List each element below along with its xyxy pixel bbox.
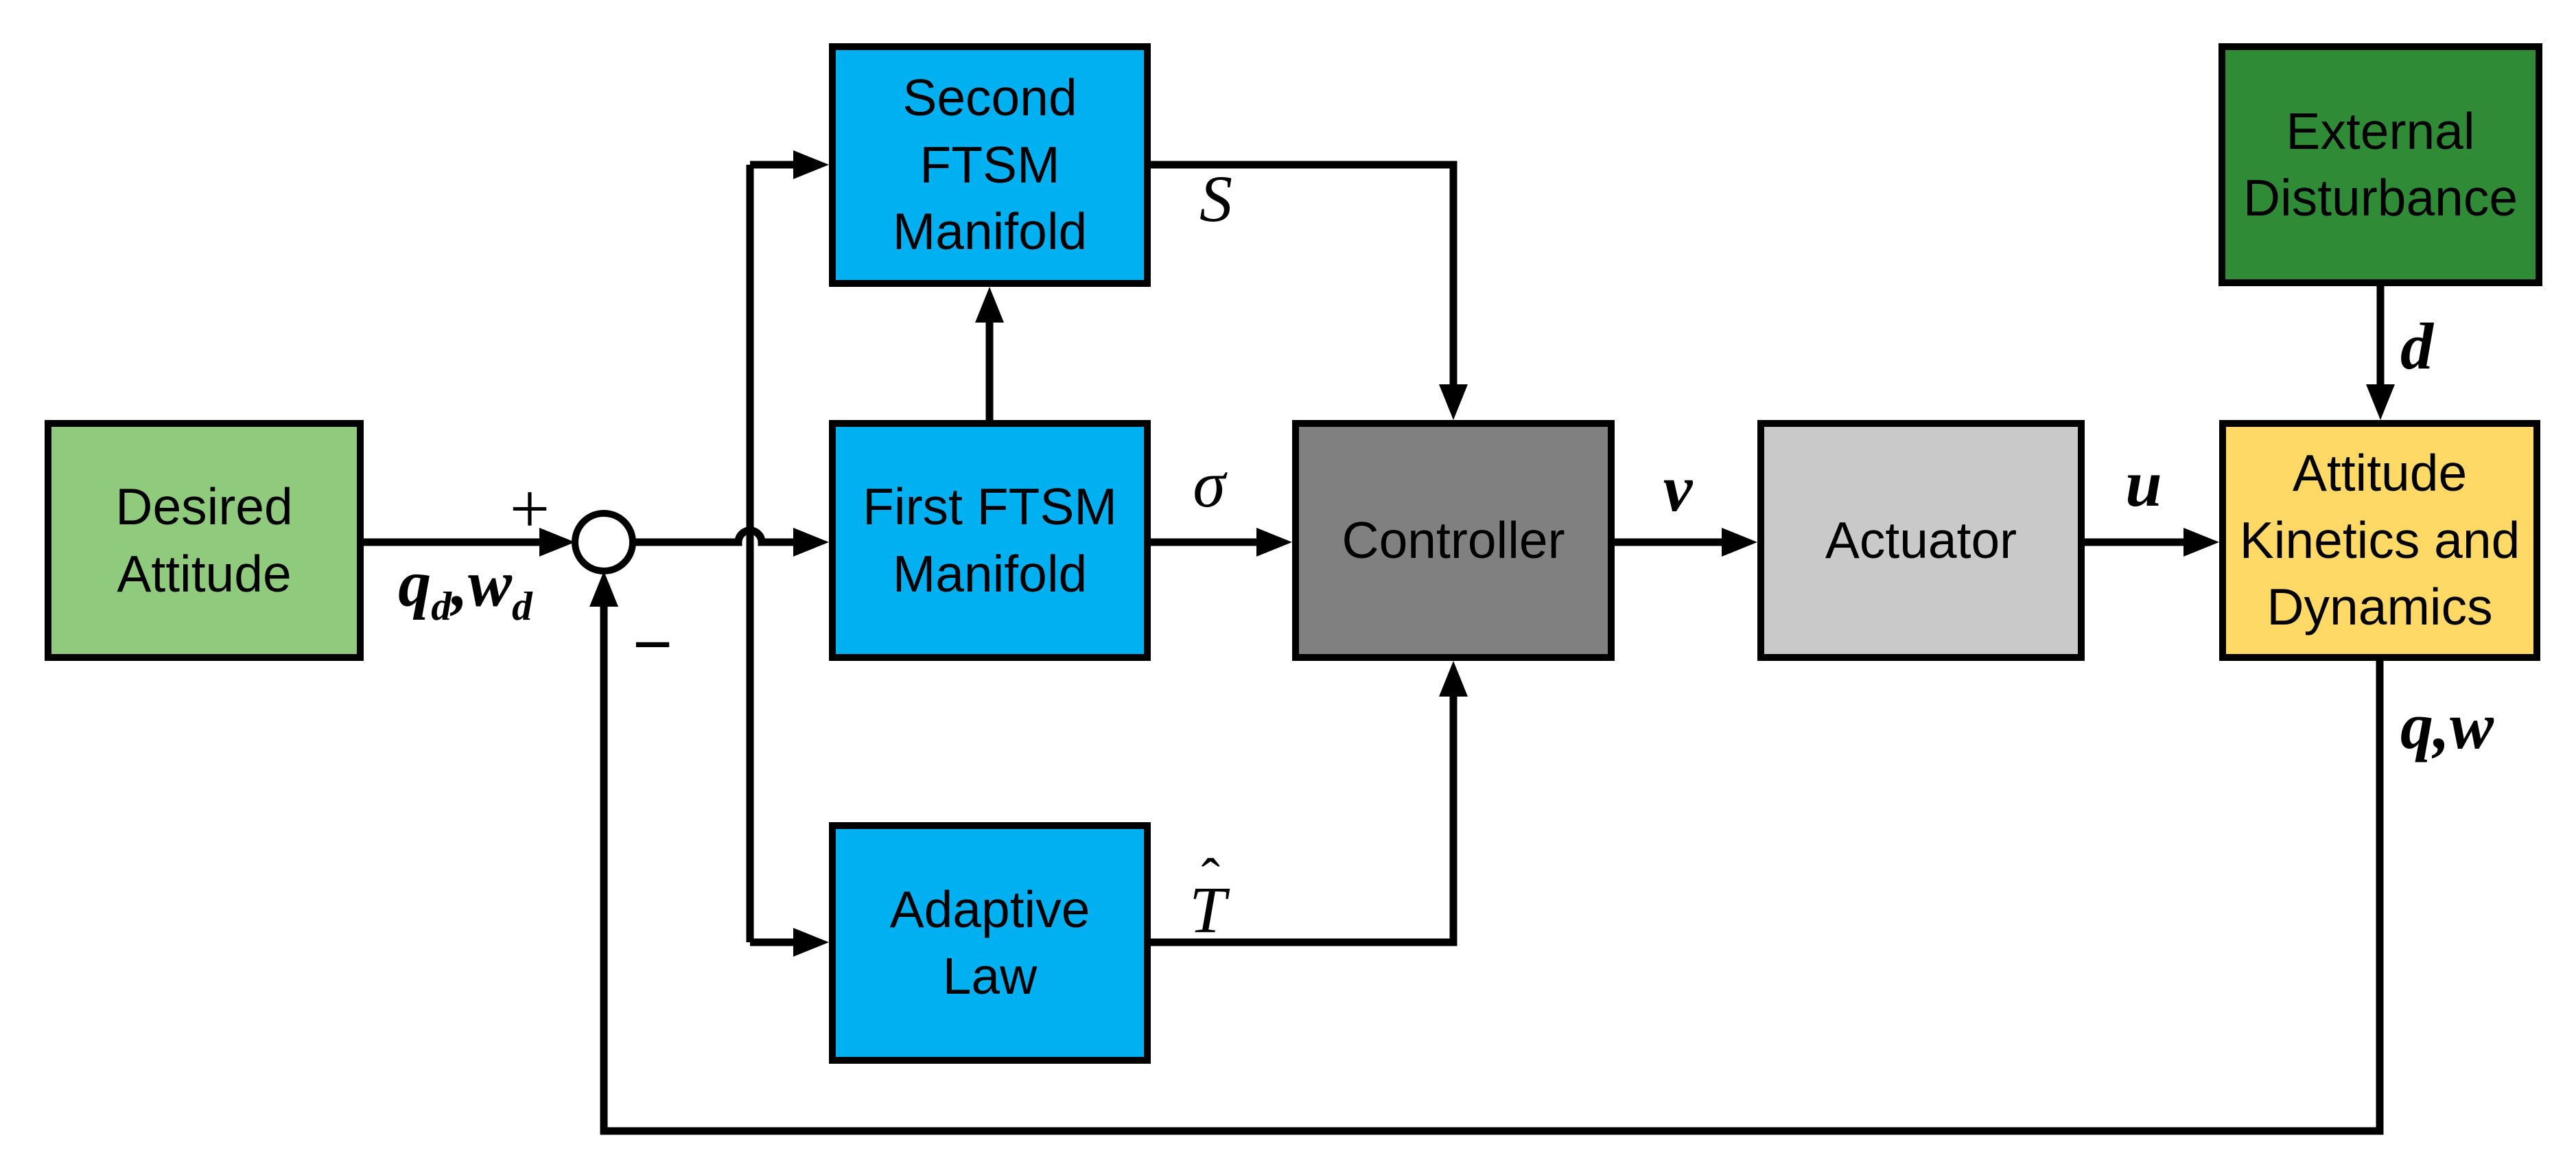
line-that-to-controller xyxy=(1151,697,1457,946)
block-external-disturbance-label: External Disturbance xyxy=(2243,102,2518,227)
block-second-ftsm-label: Second FTSM Manifold xyxy=(892,69,1088,261)
arrowhead-sigma-into-controller xyxy=(1256,528,1292,557)
block-actuator: Actuator xyxy=(1757,420,2085,661)
block-attitude-kinetics-label: Attitude Kinetics and Dynamics xyxy=(2239,444,2520,636)
label-u: u xyxy=(2125,447,2162,520)
arrowhead-v-into-actuator xyxy=(1722,528,1757,557)
block-adaptive-law: Adaptive Law xyxy=(829,822,1151,1064)
block-adaptive-law-label: Adaptive Law xyxy=(889,880,1090,1005)
block-controller-label: Controller xyxy=(1342,511,1565,569)
arrowhead-into-junction xyxy=(539,528,575,557)
label-v: v xyxy=(1663,452,1693,525)
arrowhead-u-into-attitude xyxy=(2183,528,2219,557)
block-second-ftsm-manifold: Second FTSM Manifold xyxy=(829,43,1151,287)
block-first-ftsm-label: First FTSM Manifold xyxy=(863,478,1117,603)
arrowhead-into-adaptive-law xyxy=(793,928,829,957)
label-s: S xyxy=(1199,162,1232,235)
block-attitude-kinetics-dynamics: Attitude Kinetics and Dynamics xyxy=(2219,420,2540,661)
junction-minus-sign: − xyxy=(632,605,673,684)
arrowhead-d-into-attitude xyxy=(2366,384,2395,420)
arrowhead-feedback-into-junction xyxy=(589,571,618,607)
block-controller: Controller xyxy=(1292,420,1615,661)
arrowhead-into-second-ftsm-bottom xyxy=(975,287,1004,323)
block-desired-attitude: Desired Attitude xyxy=(45,420,364,661)
junction-plus-sign: + xyxy=(509,469,550,548)
arrowhead-s-into-controller-top xyxy=(1439,384,1468,420)
arrowhead-into-second-ftsm-left xyxy=(793,150,829,179)
label-sigma: σ xyxy=(1193,447,1226,521)
block-external-disturbance: External Disturbance xyxy=(2218,43,2542,286)
block-desired-attitude-label: Desired Attitude xyxy=(115,478,293,603)
block-first-ftsm-manifold: First FTSM Manifold xyxy=(829,420,1151,661)
arrowhead-into-first-ftsm xyxy=(793,528,829,557)
summing-junction xyxy=(572,510,636,574)
block-actuator-label: Actuator xyxy=(1825,511,2017,569)
line-s-to-controller xyxy=(1151,161,1457,384)
line-junction-to-first-ftsm xyxy=(633,526,795,546)
line-feedback-loop xyxy=(600,607,2384,1135)
label-d: d xyxy=(2400,310,2433,383)
label-qd-wd: qd,wd xyxy=(398,546,532,629)
label-q-w: q,w xyxy=(2400,689,2494,762)
arrowhead-that-into-controller-bottom xyxy=(1439,661,1468,697)
